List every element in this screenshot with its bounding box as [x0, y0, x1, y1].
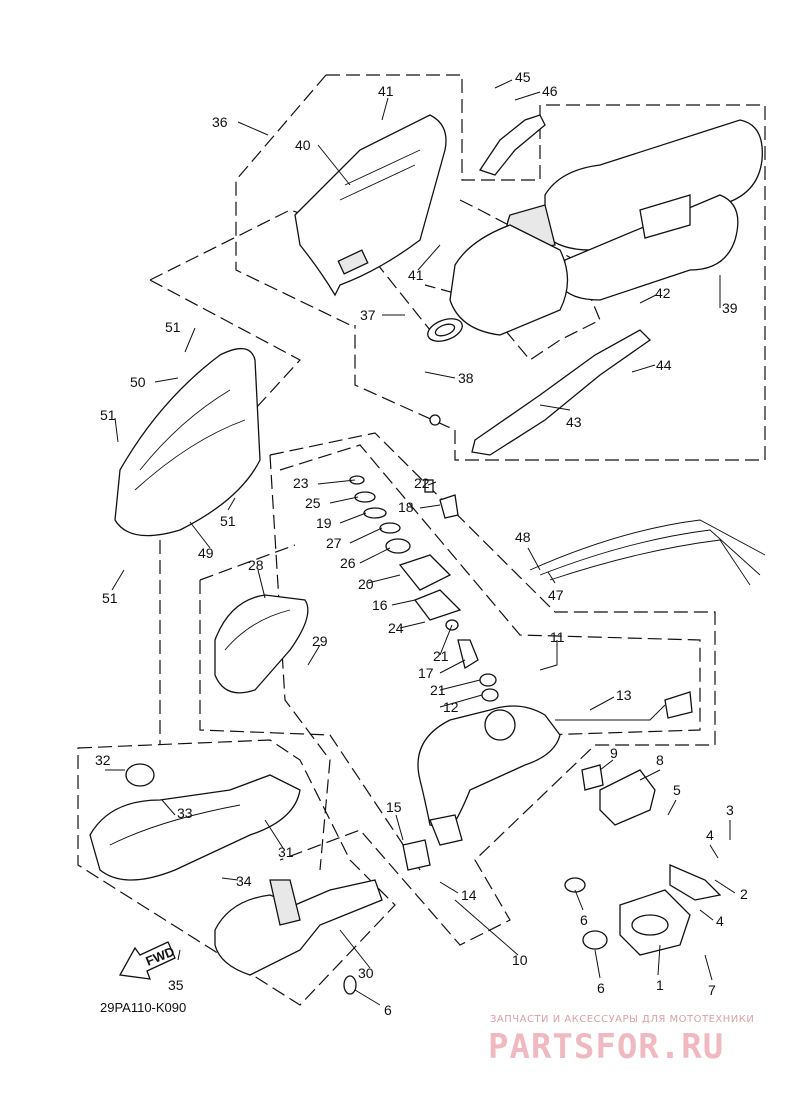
- callout-7: 7: [708, 982, 716, 998]
- callout-26: 26: [340, 555, 356, 571]
- callout-17: 17: [418, 665, 434, 681]
- callout-12: 12: [443, 699, 459, 715]
- callout-27: 27: [326, 535, 342, 551]
- callout-4b: 4: [716, 913, 724, 929]
- muffler-assembly: [427, 119, 763, 342]
- callout-31: 31: [278, 844, 294, 860]
- callout-21b: 21: [430, 682, 446, 698]
- callout-40: 40: [295, 137, 311, 153]
- callout-19: 19: [316, 515, 332, 531]
- exhaust-pipe-30: [214, 879, 383, 976]
- callout-47: 47: [548, 587, 564, 603]
- callout-41b: 41: [408, 267, 424, 283]
- callout-51d: 51: [102, 590, 118, 606]
- callout-labels: 1 2 3 4 4 5 6 6 6 7 8 9 10 11 12 13 14 1…: [95, 69, 748, 1018]
- callout-45: 45: [515, 69, 531, 85]
- callout-22: 22: [414, 475, 430, 491]
- callout-6a: 6: [580, 912, 588, 928]
- heat-protector-40: [294, 114, 447, 297]
- watermark-brand: PARTSFOR.RU: [488, 1027, 724, 1067]
- callout-34: 34: [236, 873, 252, 889]
- callout-21a: 21: [433, 648, 449, 664]
- bracket-46: [478, 114, 546, 176]
- exhaust-pipe-10: [417, 691, 693, 846]
- callout-32: 32: [95, 752, 111, 768]
- callout-37: 37: [360, 307, 376, 323]
- watermark-tagline: ЗАПЧАСТИ И АКСЕССУАРЫ ДЛЯ МОТОТЕХНИКИ: [490, 1014, 754, 1025]
- callout-18: 18: [398, 499, 414, 515]
- callout-33: 33: [177, 805, 193, 821]
- fwd-direction-arrow: FWD: [118, 941, 177, 980]
- assembly-group-outlines: [77, 74, 766, 1006]
- protector-28: [214, 594, 309, 694]
- callout-50: 50: [130, 374, 146, 390]
- callout-6b: 6: [597, 980, 605, 996]
- callout-51b: 51: [100, 407, 116, 423]
- callout-29: 29: [312, 633, 328, 649]
- callout-9: 9: [610, 745, 618, 761]
- callout-2: 2: [740, 886, 748, 902]
- callout-8: 8: [656, 752, 664, 768]
- muffler-stay-43: [429, 329, 652, 456]
- callout-41a: 41: [378, 83, 394, 99]
- callout-3: 3: [726, 802, 734, 818]
- callout-23: 23: [293, 475, 309, 491]
- callout-36: 36: [212, 114, 228, 130]
- gaskets: [402, 764, 604, 871]
- callout-48: 48: [515, 529, 531, 545]
- callout-44: 44: [656, 357, 672, 373]
- callout-16: 16: [372, 597, 388, 613]
- callout-20: 20: [358, 576, 374, 592]
- callout-25: 25: [305, 495, 321, 511]
- callout-6c: 6: [384, 1002, 392, 1018]
- callout-15: 15: [386, 799, 402, 815]
- callout-28: 28: [248, 557, 264, 573]
- callout-51c: 51: [220, 513, 236, 529]
- callout-30: 30: [358, 965, 374, 981]
- callout-24: 24: [388, 620, 404, 636]
- callout-14: 14: [461, 887, 477, 903]
- diagram-code: 29PA110-K090: [100, 1000, 186, 1015]
- exhaust-valve-parts: [349, 475, 499, 702]
- callout-10: 10: [512, 952, 528, 968]
- throttle-cables-47: [529, 519, 766, 586]
- callout-38: 38: [458, 370, 474, 386]
- callout-43: 43: [566, 414, 582, 430]
- protector-31: [89, 763, 301, 881]
- callout-46: 46: [542, 83, 558, 99]
- flange-parts: [343, 769, 722, 995]
- callout-4a: 4: [706, 827, 714, 843]
- protector-49: [114, 348, 261, 537]
- watermark: ЗАПЧАСТИ И АКСЕССУАРЫ ДЛЯ МОТОТЕХНИКИ PA…: [488, 1014, 754, 1067]
- callout-42: 42: [655, 285, 671, 301]
- leader-lines: [105, 79, 736, 1006]
- callout-49: 49: [198, 545, 214, 561]
- callout-35: 35: [168, 977, 184, 993]
- callout-13: 13: [616, 687, 632, 703]
- callout-1: 1: [656, 977, 664, 993]
- callout-39: 39: [722, 300, 738, 316]
- callout-5: 5: [673, 782, 681, 798]
- callout-51a: 51: [165, 319, 181, 335]
- callout-11: 11: [550, 629, 565, 645]
